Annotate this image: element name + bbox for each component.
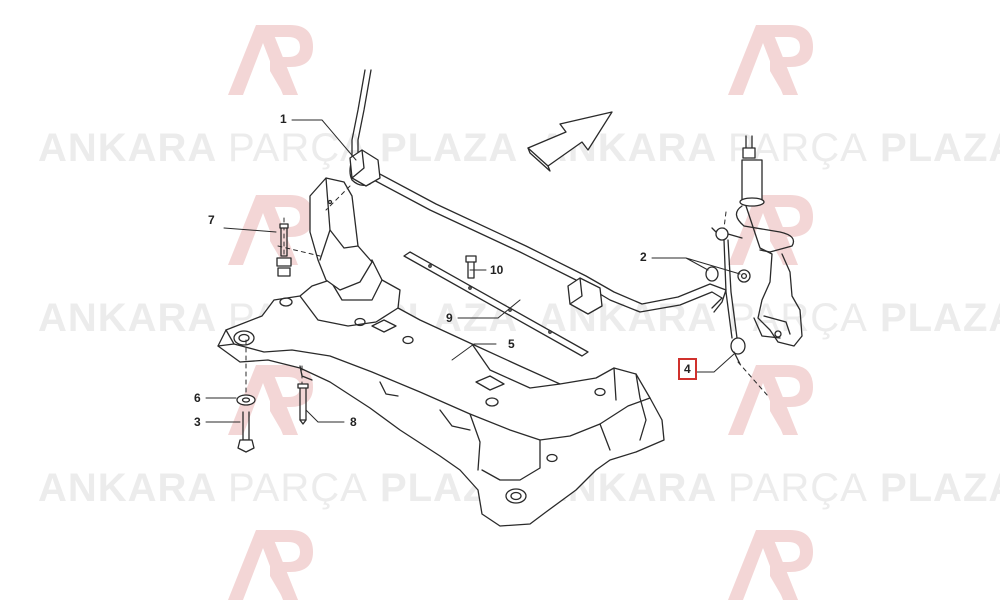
watermark-logo-icon	[728, 530, 813, 600]
bolt-8	[297, 383, 309, 425]
watermark-logo-icon	[728, 365, 813, 435]
direction-arrow-shadow	[527, 147, 551, 172]
callout-7: 7	[208, 213, 215, 227]
callout-6: 6	[194, 391, 201, 405]
bolt-10	[465, 255, 477, 279]
assembly-dashed-lines	[245, 185, 769, 401]
bolt-7	[276, 223, 292, 277]
callout-3: 3	[194, 415, 201, 429]
watermark-text-row-1-left: ANKARA PARÇA PLAZA	[38, 126, 519, 170]
callout-10: 10	[490, 263, 504, 277]
watermark-text-row-2-right: ANKARA PARÇA PLAZA	[538, 296, 1000, 340]
bolt-3	[237, 411, 255, 453]
callout-5: 5	[508, 337, 515, 351]
callout-1: 1	[280, 112, 287, 126]
watermark-logo-icon	[228, 25, 313, 95]
callout-leaders	[205, 119, 741, 423]
callout-9: 9	[446, 311, 453, 325]
watermark-logo-icon	[228, 195, 313, 265]
stabilizer-link	[711, 227, 746, 365]
watermark-logo-icon	[728, 25, 813, 95]
washer-6	[236, 394, 256, 406]
callout-4-highlighted: 4	[678, 358, 697, 380]
direction-arrow-icon	[527, 111, 613, 167]
callout-8: 8	[350, 415, 357, 429]
watermark-logo-icon	[228, 530, 313, 600]
stabilizer-bar	[349, 69, 727, 315]
callout-2: 2	[640, 250, 647, 264]
link-bushings	[705, 266, 751, 283]
subframe-bracket	[309, 177, 373, 291]
shock-absorber	[735, 135, 803, 347]
